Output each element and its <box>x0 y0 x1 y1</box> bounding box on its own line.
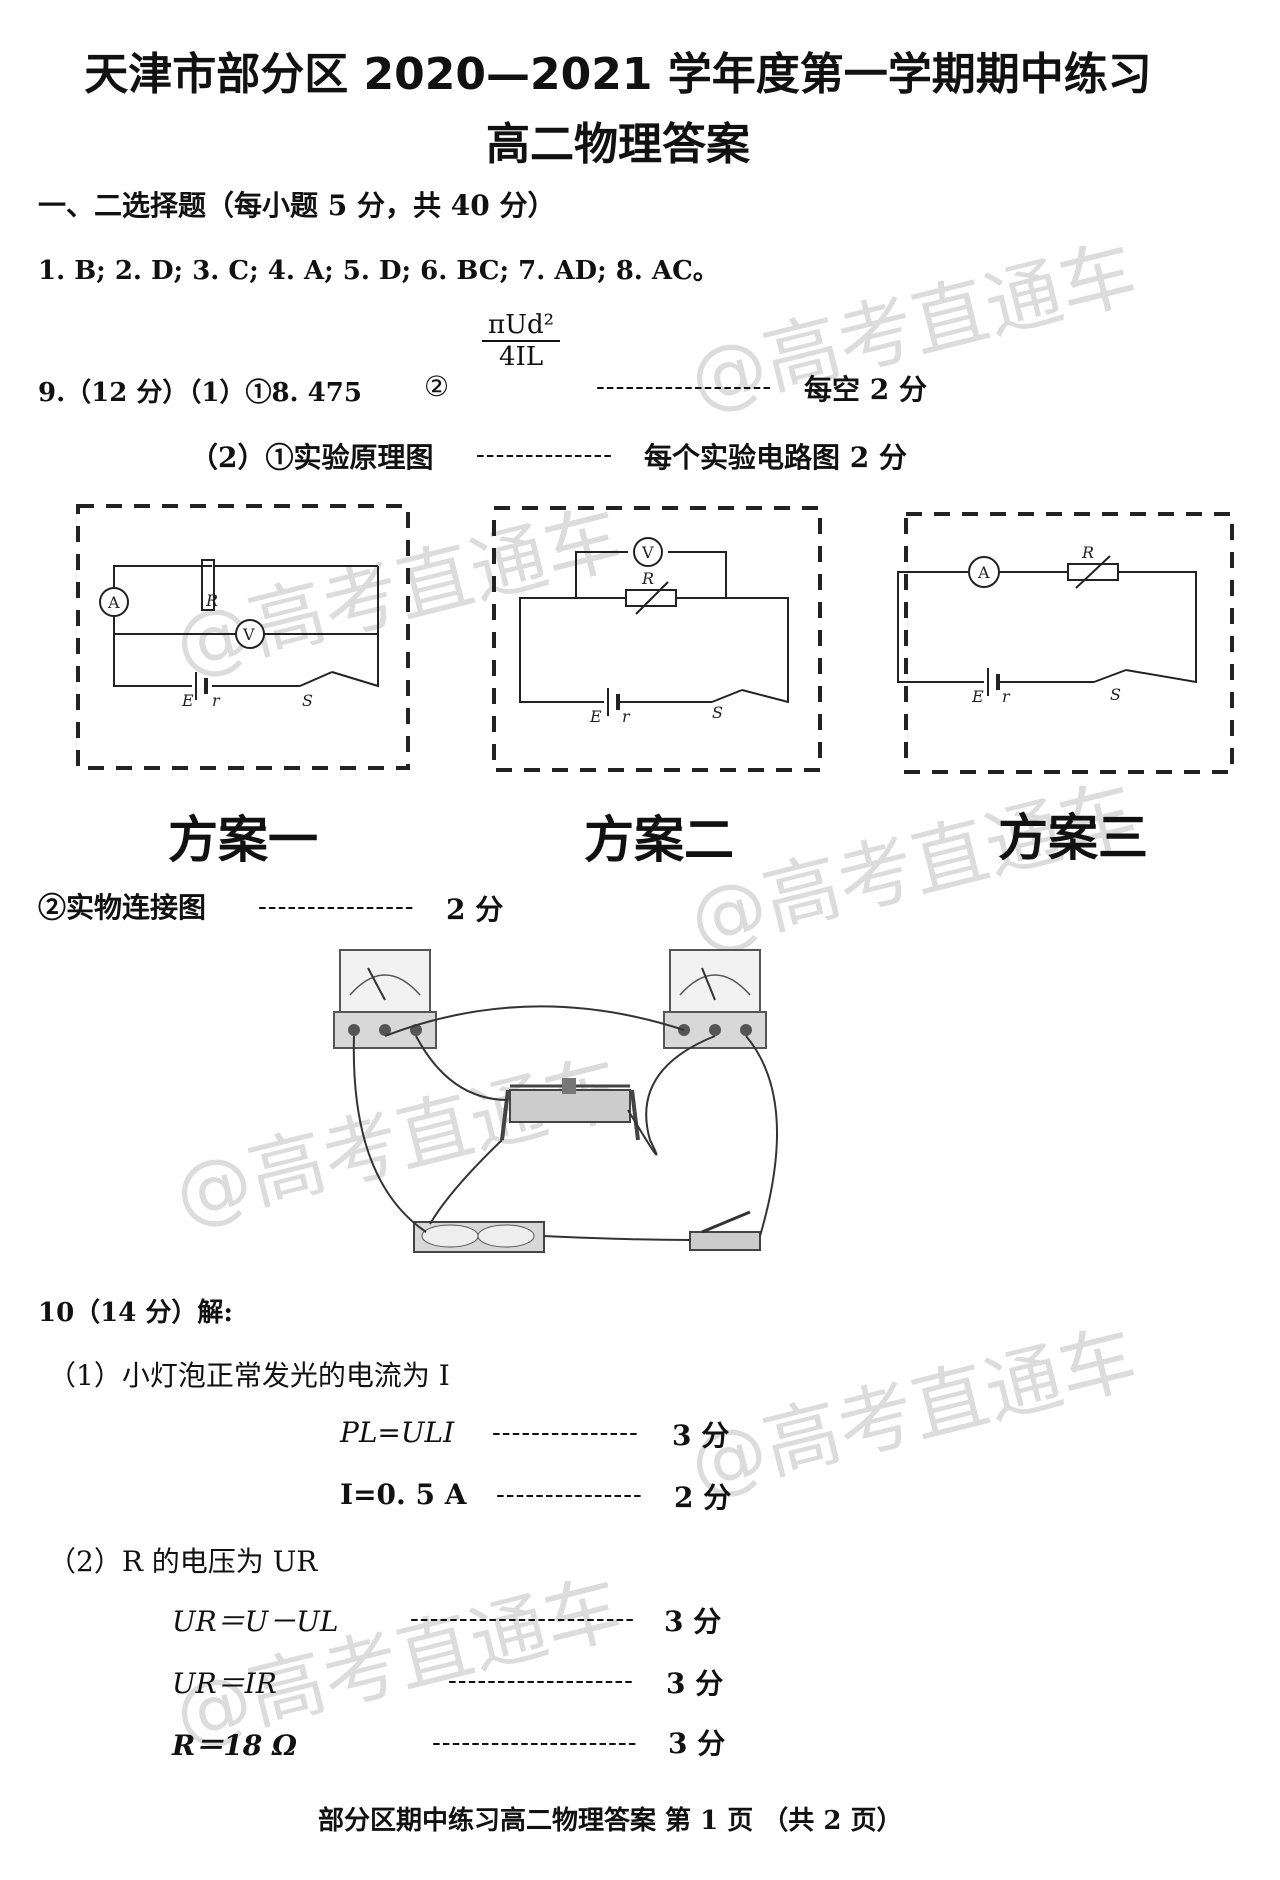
choice-answers: 1. B; 2. D; 3. C; 4. A; 5. D; 6. BC; 7. … <box>38 256 719 286</box>
q10-eq5: R＝18 Ω <box>172 1729 297 1762</box>
q10-part1: （1）小灯泡正常发光的电流为 I <box>48 1359 450 1392</box>
page-title: 天津市部分区 2020—2021 学年度第一学期期中练习 <box>84 49 1152 100</box>
q10-eq1-dashes: --------------- <box>492 1418 639 1448</box>
wires <box>352 1005 778 1241</box>
q10-eq4-score: 3 分 <box>666 1667 724 1700</box>
scheme1-circuit <box>99 559 379 700</box>
q10-label: 10（14 分）解: <box>38 1298 234 1328</box>
q10-eq1: PL=ULI <box>340 1416 455 1449</box>
internal-label: r <box>212 691 221 710</box>
switch-label: S <box>1110 685 1121 704</box>
internal-label: r <box>1002 687 1011 706</box>
q9-circle2: ② <box>424 370 450 403</box>
rheostat <box>500 1078 640 1141</box>
q9-part2-dashes: -------------- <box>476 440 613 470</box>
switch-label: S <box>712 703 723 722</box>
q9-part2-score: 每个实验电路图 2 分 <box>644 441 907 474</box>
ammeter-label: A <box>107 593 120 612</box>
q10-eq2-dashes: --------------- <box>496 1480 643 1510</box>
resistor-label: R <box>1081 543 1094 562</box>
q10-part2: （2）R 的电压为 UR <box>48 1545 318 1578</box>
q10-eq2: I=0. 5 A <box>340 1478 467 1511</box>
scheme1-frame <box>76 504 410 770</box>
q10-eq4: UR＝IR <box>172 1667 277 1700</box>
scheme2-circuit <box>519 537 789 716</box>
circuit-diagrams: A V R E r S V R E r S A R E r S <box>76 504 1234 774</box>
q9-dashes: ------------------ <box>596 372 773 402</box>
page-subtitle: 高二物理答案 <box>486 119 750 170</box>
wiring-illustration <box>333 949 778 1253</box>
formula-numerator: πUd² <box>482 310 561 342</box>
switch-label: S <box>302 691 313 710</box>
q10-eq4-dashes: ------------------- <box>448 1666 634 1696</box>
scheme1-label: 方案一 <box>168 811 318 869</box>
q10-eq1-score: 3 分 <box>672 1419 730 1452</box>
resistor-label: R <box>205 591 218 610</box>
scheme2-frame <box>492 506 822 772</box>
scheme3-frame <box>904 512 1234 774</box>
q9-label: 9.（12 分）（1）①8. 475 <box>38 378 362 408</box>
internal-label: r <box>622 707 631 726</box>
voltmeter-label: V <box>242 625 255 644</box>
q9-part3-label: ②实物连接图 <box>38 891 207 924</box>
q9-part3-dashes: ---------------- <box>258 892 415 922</box>
ammeter-meter <box>663 949 767 1049</box>
q9-part3-score: 2 分 <box>446 893 504 926</box>
battery-holder <box>413 1221 545 1253</box>
emf-label: E <box>589 707 602 726</box>
emf-label: E <box>971 687 984 706</box>
knife-switch <box>689 1210 761 1251</box>
q10-eq5-score: 3 分 <box>668 1727 726 1760</box>
q9-part2-label: （2）①实验原理图 <box>190 441 434 474</box>
watermark: @高考直通车 <box>680 1312 1145 1510</box>
emf-label: E <box>181 691 194 710</box>
voltmeter-label: V <box>641 543 654 562</box>
scheme3-circuit <box>897 555 1197 696</box>
q10-eq3-score: 3 分 <box>664 1605 722 1638</box>
section-heading: 一、二选择题（每小题 5 分，共 40 分） <box>38 189 556 222</box>
q9-formula: πUd² 4IL <box>482 310 561 372</box>
q10-eq2-score: 2 分 <box>674 1481 732 1514</box>
q10-eq5-dashes: --------------------- <box>432 1728 638 1758</box>
q9-score: 每空 2 分 <box>804 373 927 406</box>
voltmeter-meter <box>333 949 437 1049</box>
resistor-label: R <box>641 569 654 588</box>
ammeter-label: A <box>977 563 990 582</box>
scheme2-label: 方案二 <box>584 811 734 869</box>
scheme3-label: 方案三 <box>998 809 1148 867</box>
q10-eq3: UR＝U－UL <box>172 1605 339 1638</box>
formula-denominator: 4IL <box>499 342 544 372</box>
q10-eq3-dashes: ----------------------- <box>410 1604 636 1634</box>
page-footer: 部分区期中练习高二物理答案 第 1 页 （共 2 页） <box>318 1806 903 1836</box>
